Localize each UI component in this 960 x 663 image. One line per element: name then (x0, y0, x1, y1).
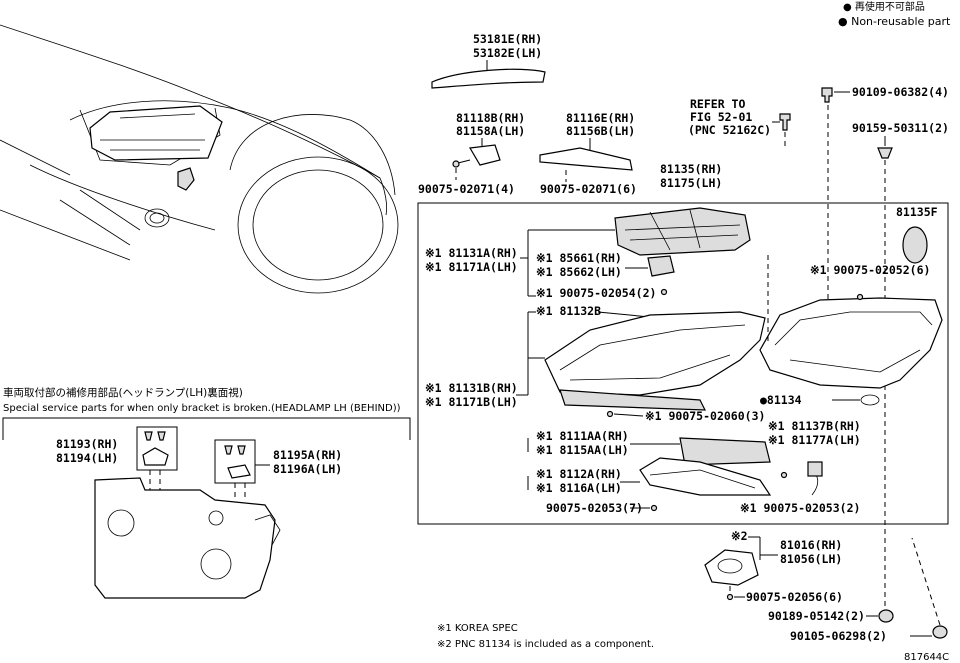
note-pnc-81134: ※2 PNC 81134 is included as a component. (437, 639, 654, 650)
ssp-title-en: Special service parts for when only brac… (3, 403, 401, 414)
box-81193 (136, 426, 178, 471)
refer-line3: (PNC 52162C) (688, 123, 771, 137)
cover-strip-part (431, 68, 546, 89)
ssp-bracket-frame (2, 417, 411, 440)
label-8111aa: ※1 8111AA(RH) (536, 429, 629, 443)
housing-81135f (759, 297, 943, 389)
led-module-81131a (614, 207, 751, 256)
label-81156b: 81156B(LH) (566, 124, 635, 138)
label-90075-02052: ※1 90075-02052(6) (810, 263, 930, 277)
igniter-81016 (704, 549, 759, 586)
label-53182e: 53182E(LH) (473, 46, 542, 60)
label-90105: 90105-06298(2) (790, 629, 887, 643)
label-90075-02071-4: 90075-02071(4) (418, 182, 515, 196)
label-90159: 90159-50311(2) (852, 121, 949, 135)
label-81118b: 81118B(RH) (456, 111, 525, 125)
label-81134: ●81134 (760, 393, 802, 407)
lamp-8112a (639, 457, 772, 496)
label-90075-02053-7: 90075-02053(7) (546, 501, 643, 515)
label-81171a: ※1 81171A(LH) (425, 260, 518, 274)
assembly-frame (417, 202, 949, 525)
label-81135f: 81135F (896, 205, 938, 219)
module-85661 (647, 255, 675, 277)
label-81177a: ※1 81177A(LH) (768, 433, 861, 447)
label-81171b: ※1 81171B(LH) (425, 395, 518, 409)
label-8112a: ※1 8112A(RH) (536, 467, 622, 481)
legend-jp: ● 再使用不可部品 (843, 0, 925, 13)
label-90075-02054: ※1 90075-02054(2) (536, 286, 656, 300)
label-x2: ※2 (731, 529, 748, 543)
figure-number: 817644C (904, 652, 949, 663)
bracket-81195a (227, 464, 251, 479)
label-81158a: 81158A(LH) (456, 124, 525, 138)
nut-90105 (932, 625, 948, 639)
car-front-illustration (0, 24, 399, 294)
label-90075-02071-6: 90075-02071(6) (540, 182, 637, 196)
bolt-52162c (779, 113, 791, 131)
label-81194: 81194(LH) (56, 451, 118, 465)
clip-90159 (877, 147, 893, 159)
ssp-title-jp: 車両取付部の補修用部品(ヘッドランプ(LH)裏面視) (3, 386, 243, 399)
lens-81132b (544, 311, 766, 396)
label-81056: 81056(LH) (780, 552, 842, 566)
refer-line2: FIG 52-01 (690, 110, 752, 124)
label-8116a: ※1 8116A(LH) (536, 481, 622, 495)
label-90075-02053-2: ※1 90075-02053(2) (740, 501, 860, 515)
label-81175: 81175(LH) (660, 176, 722, 190)
label-90189: 90189-05142(2) (768, 609, 865, 623)
label-53181e: 53181E(RH) (473, 32, 542, 46)
label-85662: ※1 85662(LH) (536, 265, 622, 279)
label-81131a: ※1 81131A(RH) (425, 246, 518, 260)
bracket-81118b-part (469, 144, 501, 166)
label-81193: 81193(RH) (56, 437, 118, 451)
bracket-81116e-part (539, 147, 633, 171)
bracket-81193 (142, 447, 169, 466)
bolt-90109 (821, 87, 833, 103)
label-8115aa: ※1 8115AA(LH) (536, 443, 629, 457)
refer-line1: REFER TO (690, 97, 745, 111)
label-81135: 81135(RH) (660, 162, 722, 176)
label-90075-02060: ※1 90075-02060(3) (645, 409, 765, 423)
label-81137b: ※1 81137B(RH) (768, 419, 861, 433)
label-81195a: 81195A(RH) (273, 448, 342, 462)
label-81132b: ※1 81132B (536, 304, 601, 318)
label-81196a: 81196A(LH) (273, 462, 342, 476)
module-8111aa (679, 437, 771, 466)
label-90075-02056: 90075-02056(6) (746, 590, 843, 604)
headlamp-back-view (94, 477, 276, 599)
legend-en: ● Non-reusable part (838, 15, 951, 28)
label-85661: ※1 85661(RH) (536, 251, 622, 265)
label-81116e: 81116E(RH) (566, 111, 635, 125)
note-korea-spec: ※1 KOREA SPEC (437, 623, 518, 634)
label-90109: 90109-06382(4) (852, 85, 949, 99)
seal-81134 (860, 394, 880, 406)
label-81131b: ※1 81131B(RH) (425, 381, 518, 395)
label-81016: 81016(RH) (780, 538, 842, 552)
cap-81135f (902, 226, 928, 264)
nut-90189 (878, 609, 894, 623)
